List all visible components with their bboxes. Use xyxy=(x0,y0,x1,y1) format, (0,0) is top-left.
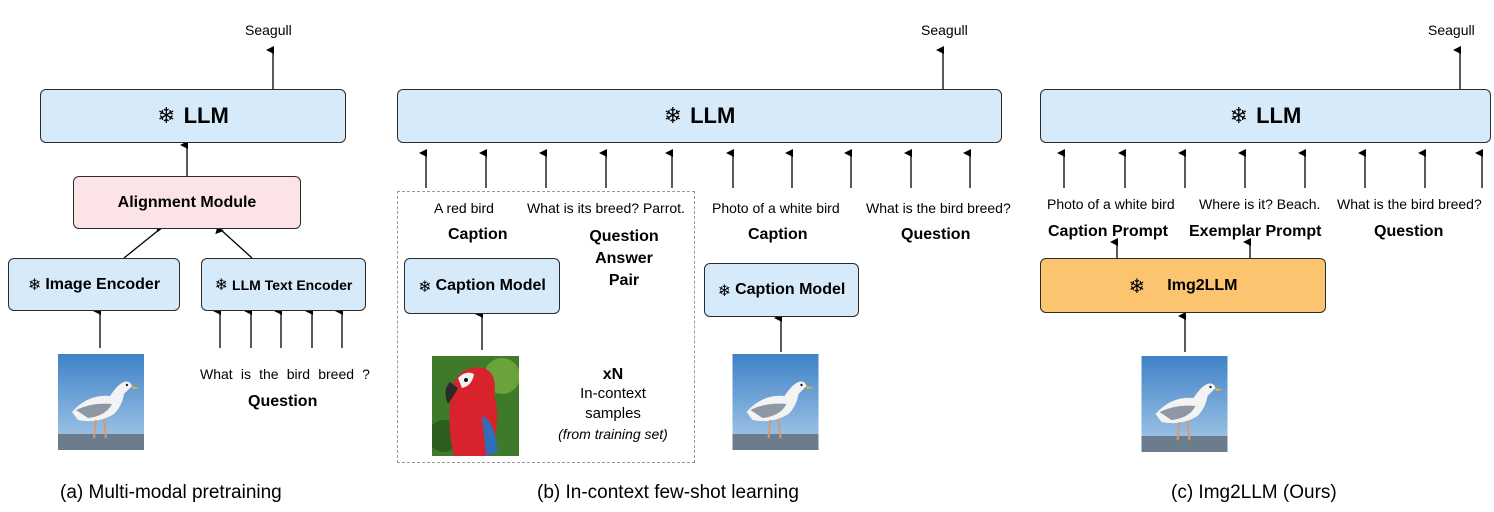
exemplar-prompt-text: Where is it? Beach. xyxy=(1199,196,1321,212)
img2llm-label: Img2LLM xyxy=(1167,276,1238,294)
panel-c-arrows xyxy=(1057,46,1483,352)
ctx-qa-text: What is its breed? Parrot. xyxy=(527,200,685,216)
panel-b-output: Seagull xyxy=(921,22,968,38)
panel-a-arrows xyxy=(93,46,343,348)
caption-model-box: ❄ Caption Model xyxy=(404,258,560,314)
panel-c-caption: (c) Img2LLM (Ours) xyxy=(1171,482,1337,503)
snowflake-icon: ❄ xyxy=(214,275,229,294)
query-caption-label: Caption xyxy=(748,226,808,243)
query-question-text: What is the bird breed? xyxy=(866,200,1011,216)
snowflake-icon: ❄ xyxy=(717,280,732,300)
panel-a-question-label: Question xyxy=(248,393,318,410)
in-context-samples-frame xyxy=(397,191,695,463)
query-caption-text: Photo of a white bird xyxy=(712,200,840,216)
caption-prompt-text: Photo of a white bird xyxy=(1047,196,1175,212)
snowflake-icon: ❄ xyxy=(418,276,432,296)
seagull-image xyxy=(58,354,144,450)
question-word: breed xyxy=(318,366,355,382)
caption-model-label: Caption Model xyxy=(735,281,846,298)
panel-c-llm-box: ❄ LLM xyxy=(1040,89,1491,143)
ctx-qa-label: Question Answer Pair xyxy=(589,228,659,289)
llm-label: LLM xyxy=(183,103,229,128)
llm-label: LLM xyxy=(1256,103,1302,128)
question-word: bird xyxy=(286,366,311,382)
snowflake-icon: ❄ xyxy=(27,275,42,294)
snowflake-icon: ❄ xyxy=(157,103,176,129)
panel-a-question-text: What is the bird breed ? xyxy=(200,366,370,382)
samples-text: In-context samples xyxy=(580,385,646,422)
seagull-image xyxy=(732,354,819,450)
caption-model-label: Caption Model xyxy=(435,277,546,294)
panel-b-caption: (b) In-context few-shot learning xyxy=(537,482,799,503)
llm-label: LLM xyxy=(690,103,736,128)
alignment-module-label: Alignment Module xyxy=(117,193,257,211)
snowflake-icon: ❄ xyxy=(1229,103,1249,129)
panel-a-caption: (a) Multi-modal pretraining xyxy=(60,482,282,503)
alignment-module-box: Alignment Module xyxy=(73,176,301,229)
ctx-caption-text: A red bird xyxy=(434,200,494,216)
caption-model-box-2: ❄ Caption Model xyxy=(704,263,859,317)
xn-label: xN xyxy=(602,366,624,383)
question-word: the xyxy=(259,366,279,382)
question-label: Question xyxy=(1374,223,1444,240)
question-word: ? xyxy=(362,366,370,382)
question-word: What xyxy=(200,366,233,382)
samples-note: (from training set) xyxy=(558,426,668,442)
img2llm-box: ❄ Img2LLM xyxy=(1040,258,1326,313)
question-text: What is the bird breed? xyxy=(1337,196,1482,212)
image-encoder-box: ❄ Image Encoder xyxy=(8,258,180,311)
snowflake-icon: ❄ xyxy=(1128,273,1146,298)
ctx-caption-label: Caption xyxy=(448,226,508,243)
panel-b-arrows xyxy=(419,46,971,352)
panel-c-output: Seagull xyxy=(1428,22,1475,38)
llm-text-encoder-box: ❄ LLM Text Encoder xyxy=(201,258,366,311)
image-encoder-label: Image Encoder xyxy=(45,275,161,293)
query-question-label: Question xyxy=(901,226,971,243)
snowflake-icon: ❄ xyxy=(663,103,683,129)
exemplar-prompt-label: Exemplar Prompt xyxy=(1189,223,1322,240)
caption-prompt-label: Caption Prompt xyxy=(1048,223,1168,240)
panel-b-llm-box: ❄ LLM xyxy=(397,89,1002,143)
panel-a-llm-box: ❄ LLM xyxy=(40,89,346,143)
panel-a-output: Seagull xyxy=(245,22,292,38)
parrot-image xyxy=(432,356,519,456)
seagull-image xyxy=(1141,356,1228,452)
question-word: is xyxy=(240,366,251,382)
llm-text-encoder-label: LLM Text Encoder xyxy=(232,276,353,293)
